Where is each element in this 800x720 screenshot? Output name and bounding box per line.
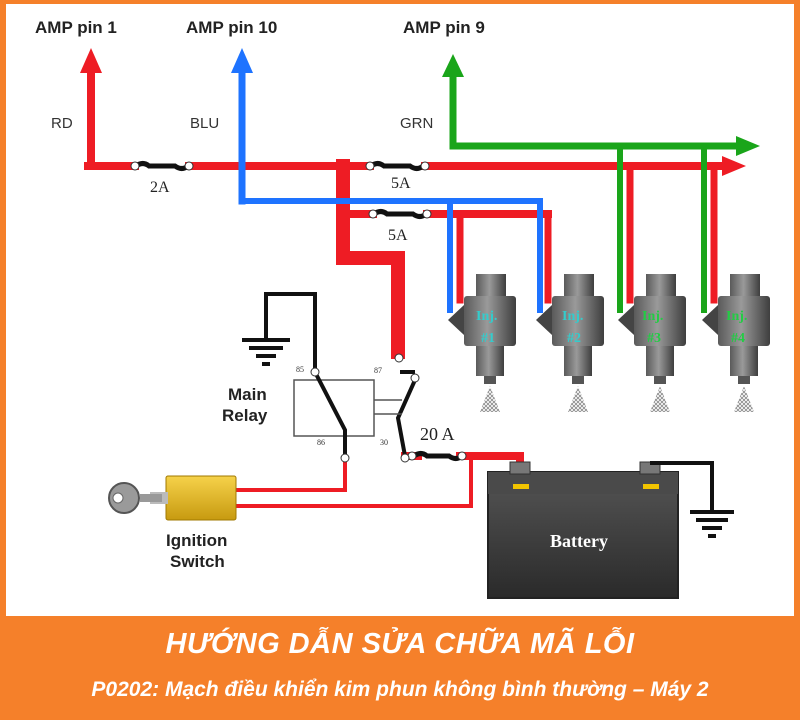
fuse-2a [130,161,194,171]
amp-pin-1-label: AMP pin 1 [35,18,117,37]
fuse-5a-top-label: 5A [391,175,411,192]
ground-icon [242,338,290,366]
relay-ground-wire [264,292,317,355]
battery-ground-icon [690,510,734,538]
injector-1-label-1: Inj. [476,309,497,324]
fuse-2a-label: 2A [150,179,170,196]
battery-minus-icon [643,484,659,489]
wire-label-green: GRN [400,115,433,132]
injector-4 [702,274,770,412]
key-icon [108,482,140,514]
main-relay-label-1: Main [228,385,267,404]
banner-subtitle: P0202: Mạch điều khiển kim phun không bì… [91,678,709,701]
relay-pin-30: 30 [380,438,388,447]
relay-pin-86: 86 [317,438,325,447]
injector-2-label-2: #2 [567,331,581,346]
battery-label: Battery [550,531,608,551]
injector-2-label-1: Inj. [562,309,583,324]
green-wires [449,72,744,313]
fuse-5a-bottom [368,209,432,219]
amp-pin-9-label: AMP pin 9 [403,18,485,37]
green-arrow-up [442,54,464,77]
wiring-diagram: AMP pin 1 AMP pin 10 AMP pin 9 RD BLU GR… [35,18,770,599]
relay-pin-87: 87 [374,366,382,375]
battery-plus-icon [513,484,529,489]
main-relay-label-2: Relay [222,406,268,425]
wire-label-blue: BLU [190,115,219,132]
red-arrow-right [722,156,746,176]
battery-ground-wire [650,461,714,512]
red-wires [84,68,728,508]
relay-pin-85: 85 [296,365,304,374]
injector-2 [536,274,604,412]
amp-pin-10-label: AMP pin 10 [186,18,277,37]
banner-title: HƯỚNG DẪN SỬA CHỮA MÃ LỖI [165,628,635,660]
ignition-switch-label-2: Switch [170,552,225,571]
title-banner: HƯỚNG DẪN SỬA CHỮA MÃ LỖI P0202: Mạch đi… [0,622,800,720]
green-arrow-right [736,136,760,156]
blue-wires [238,68,543,313]
injector-3-label-2: #3 [647,331,661,346]
fuse-5a-bottom-label: 5A [388,227,408,244]
wire-label-red: RD [51,115,73,132]
injector-4-label-1: Inj. [726,309,747,324]
injector-3 [618,274,686,412]
ignition-switch [140,475,237,521]
red-arrow-up [80,48,102,73]
fuse-20a-label: 20 A [420,424,455,444]
fuse-5a-top [365,161,430,171]
ignition-switch-label-1: Ignition [166,531,227,550]
battery [487,461,679,599]
injector-1 [448,274,516,412]
main-relay [293,353,420,463]
blue-arrow-up [231,48,253,73]
injector-3-label-1: Inj. [642,309,663,324]
injector-1-label-2: #1 [481,331,495,346]
injector-4-label-2: #4 [731,331,745,346]
